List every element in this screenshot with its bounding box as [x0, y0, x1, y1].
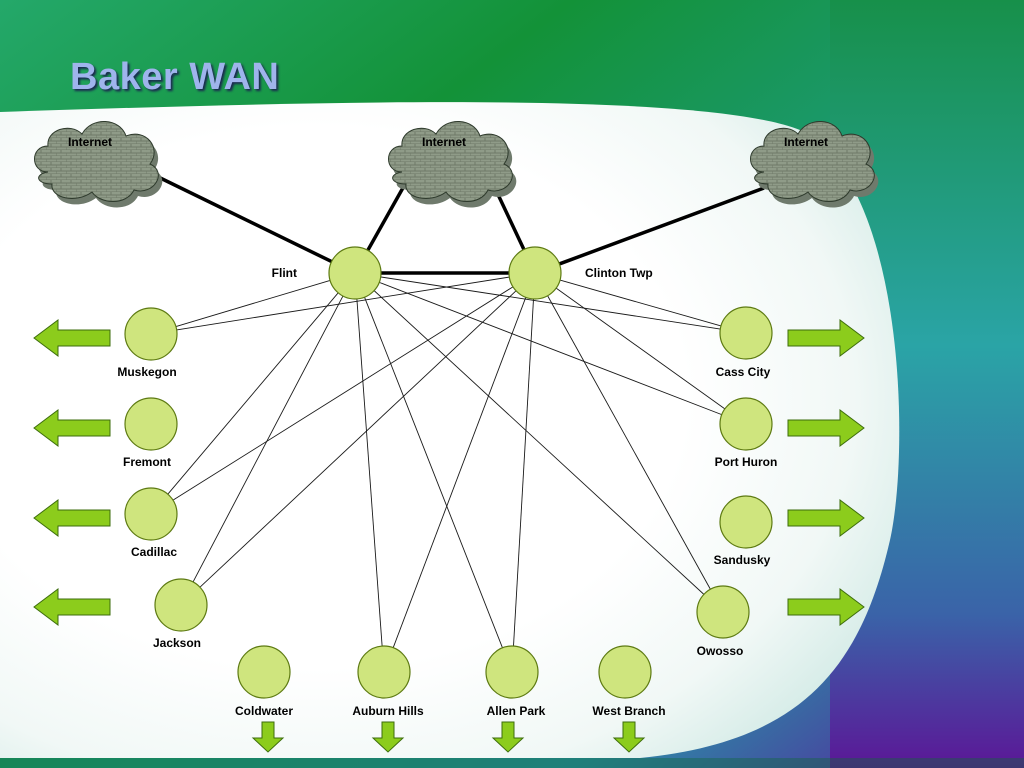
link-line	[379, 281, 722, 416]
link-line	[559, 279, 722, 327]
node-sandusky: Sandusky	[714, 495, 773, 567]
node-circle	[485, 645, 539, 699]
link-line	[176, 276, 510, 331]
node-label: Coldwater	[235, 704, 293, 718]
node-circle	[508, 246, 562, 300]
arrow-down-icon	[491, 721, 525, 753]
link-line	[373, 290, 705, 595]
arrow-left-icon	[33, 588, 111, 626]
node-label: West Branch	[592, 704, 665, 718]
node-label: Auburn Hills	[352, 704, 424, 718]
node-circle	[719, 306, 773, 360]
node-circle	[719, 397, 773, 451]
node-circle	[154, 578, 208, 632]
arrow-left-icon	[33, 499, 111, 537]
node-fremont: Fremont	[123, 397, 178, 469]
node-circle	[124, 397, 178, 451]
node-label: Jackson	[153, 636, 201, 650]
node-label: Cass City	[716, 365, 771, 379]
trunk-line	[147, 170, 333, 264]
node-label: Cadillac	[131, 545, 177, 559]
internet-cloud-left: Internet	[34, 121, 163, 208]
link-line	[199, 290, 517, 588]
node-west-branch: West Branch	[592, 645, 666, 718]
arrow-down-icon	[612, 721, 646, 753]
link-line	[192, 295, 344, 583]
node-flint: Flint	[272, 246, 382, 300]
node-label: Fremont	[123, 455, 171, 469]
node-circle	[237, 645, 291, 699]
arrow-right-icon	[787, 319, 865, 357]
node-label: Sandusky	[714, 553, 771, 567]
node-circle	[696, 585, 750, 639]
arrow-left-icon	[33, 319, 111, 357]
internet-cloud-center: Internet	[388, 121, 517, 208]
node-cass-city: Cass City	[716, 306, 773, 379]
link-line	[167, 292, 339, 495]
node-cadillac: Cadillac	[124, 487, 178, 559]
link-line	[364, 297, 503, 648]
cloud-label: Internet	[68, 135, 112, 149]
node-label: Muskegon	[117, 365, 176, 379]
link-line	[513, 298, 534, 647]
node-label: Flint	[272, 266, 297, 280]
link-line	[555, 287, 726, 410]
site-links	[167, 276, 726, 648]
arrow-left-icon	[33, 409, 111, 447]
node-label: Owosso	[697, 644, 744, 658]
link-line	[356, 298, 383, 647]
slide-title: Baker WAN	[70, 56, 280, 98]
cloud-label: Internet	[784, 135, 828, 149]
link-line	[380, 276, 721, 330]
link-line	[547, 295, 711, 590]
node-circle	[124, 487, 178, 541]
direction-arrows	[33, 319, 865, 753]
node-allen-park: Allen Park	[485, 645, 546, 718]
link-line	[392, 297, 527, 648]
node-circle	[719, 495, 773, 549]
node-port-huron: Port Huron	[715, 397, 778, 469]
arrow-right-icon	[787, 588, 865, 626]
arrow-right-icon	[787, 499, 865, 537]
arrow-right-icon	[787, 409, 865, 447]
arrow-down-icon	[371, 721, 405, 753]
cloud-label: Internet	[422, 135, 466, 149]
node-jackson: Jackson	[153, 578, 208, 650]
node-clinton-twp: Clinton Twp	[508, 246, 653, 300]
arrow-down-icon	[251, 721, 285, 753]
node-auburn-hills: Auburn Hills	[352, 645, 424, 718]
cloud-shape	[34, 121, 159, 202]
node-circle	[357, 645, 411, 699]
node-label: Port Huron	[715, 455, 778, 469]
trunk-line	[366, 185, 406, 252]
link-line	[172, 286, 514, 501]
cloud-shape	[750, 121, 875, 202]
trunk-links	[147, 170, 765, 275]
internet-cloud-right: Internet	[750, 121, 879, 208]
node-muskegon: Muskegon	[117, 307, 178, 379]
node-circle	[124, 307, 178, 361]
node-owosso: Owosso	[696, 585, 750, 658]
node-circle	[328, 246, 382, 300]
trunk-line	[558, 186, 765, 266]
link-line	[175, 280, 331, 327]
node-label: Allen Park	[487, 704, 546, 718]
node-coldwater: Coldwater	[235, 645, 293, 718]
cloud-shape	[388, 121, 513, 202]
node-label: Clinton Twp	[585, 266, 653, 280]
node-circle	[598, 645, 652, 699]
